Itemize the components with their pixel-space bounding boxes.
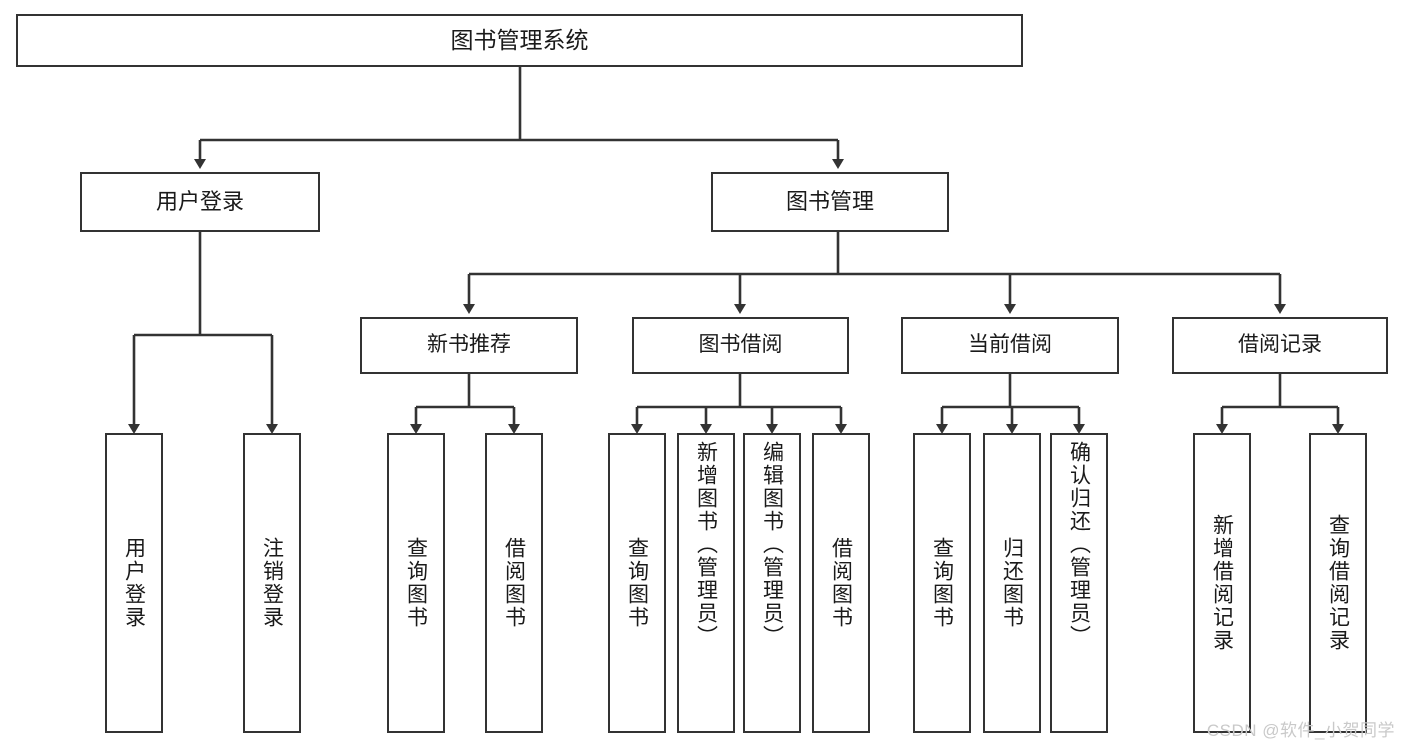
leaf-book-borrow-lend-label: 借阅图书 — [829, 537, 853, 629]
node-borrow-record[interactable]: 借阅记录 — [1172, 317, 1388, 374]
leaf-current-borrow-confirm-label: 确认归还（管理员） — [1067, 441, 1091, 648]
leaf-book-borrow-edit[interactable]: 编辑图书（管理员） — [743, 433, 801, 733]
leaf-user-login-signout[interactable]: 注销登录 — [243, 433, 301, 733]
node-user-login-label: 用户登录 — [155, 189, 244, 215]
node-new-book-recommend-label: 新书推荐 — [427, 333, 511, 357]
node-current-borrow-label: 当前借阅 — [968, 333, 1052, 357]
leaf-borrow-record-query-label: 查询借阅记录 — [1326, 514, 1350, 652]
leaf-book-borrow-query[interactable]: 查询图书 — [608, 433, 666, 733]
leaf-book-borrow-lend[interactable]: 借阅图书 — [812, 433, 870, 733]
leaf-current-borrow-query-label: 查询图书 — [930, 537, 954, 629]
leaf-user-login-signin[interactable]: 用户登录 — [105, 433, 163, 733]
node-book-management-label: 图书管理 — [785, 189, 874, 215]
leaf-borrow-record-query[interactable]: 查询借阅记录 — [1309, 433, 1367, 733]
node-root-label: 图书管理系统 — [450, 26, 589, 53]
node-book-management[interactable]: 图书管理 — [711, 172, 949, 232]
leaf-borrow-record-add[interactable]: 新增借阅记录 — [1193, 433, 1251, 733]
leaf-new-book-query-label: 查询图书 — [404, 537, 428, 629]
leaf-new-book-borrow-label: 借阅图书 — [502, 537, 526, 629]
leaf-borrow-record-add-label: 新增借阅记录 — [1210, 514, 1234, 652]
node-user-login[interactable]: 用户登录 — [80, 172, 320, 232]
leaf-current-borrow-return-label: 归还图书 — [1000, 537, 1024, 629]
node-borrow-record-label: 借阅记录 — [1238, 333, 1322, 357]
leaf-current-borrow-return[interactable]: 归还图书 — [983, 433, 1041, 733]
watermark: CSDN @软件_小贺同学 — [1206, 721, 1395, 740]
leaf-book-borrow-edit-label: 编辑图书（管理员） — [760, 441, 784, 648]
leaf-user-login-signout-label: 注销登录 — [260, 537, 284, 629]
leaf-new-book-query[interactable]: 查询图书 — [387, 433, 445, 733]
node-book-borrow-label: 图书借阅 — [698, 333, 783, 357]
node-current-borrow[interactable]: 当前借阅 — [901, 317, 1119, 374]
leaf-current-borrow-confirm[interactable]: 确认归还（管理员） — [1050, 433, 1108, 733]
leaf-book-borrow-add-label: 新增图书（管理员） — [694, 441, 718, 648]
node-book-borrow[interactable]: 图书借阅 — [632, 317, 849, 374]
leaf-book-borrow-query-label: 查询图书 — [625, 537, 649, 629]
leaf-current-borrow-query[interactable]: 查询图书 — [913, 433, 971, 733]
leaf-new-book-borrow[interactable]: 借阅图书 — [485, 433, 543, 733]
leaf-user-login-signin-label: 用户登录 — [122, 537, 146, 629]
leaf-book-borrow-add[interactable]: 新增图书（管理员） — [677, 433, 735, 733]
node-new-book-recommend[interactable]: 新书推荐 — [360, 317, 578, 374]
node-root[interactable]: 图书管理系统 — [16, 14, 1023, 67]
